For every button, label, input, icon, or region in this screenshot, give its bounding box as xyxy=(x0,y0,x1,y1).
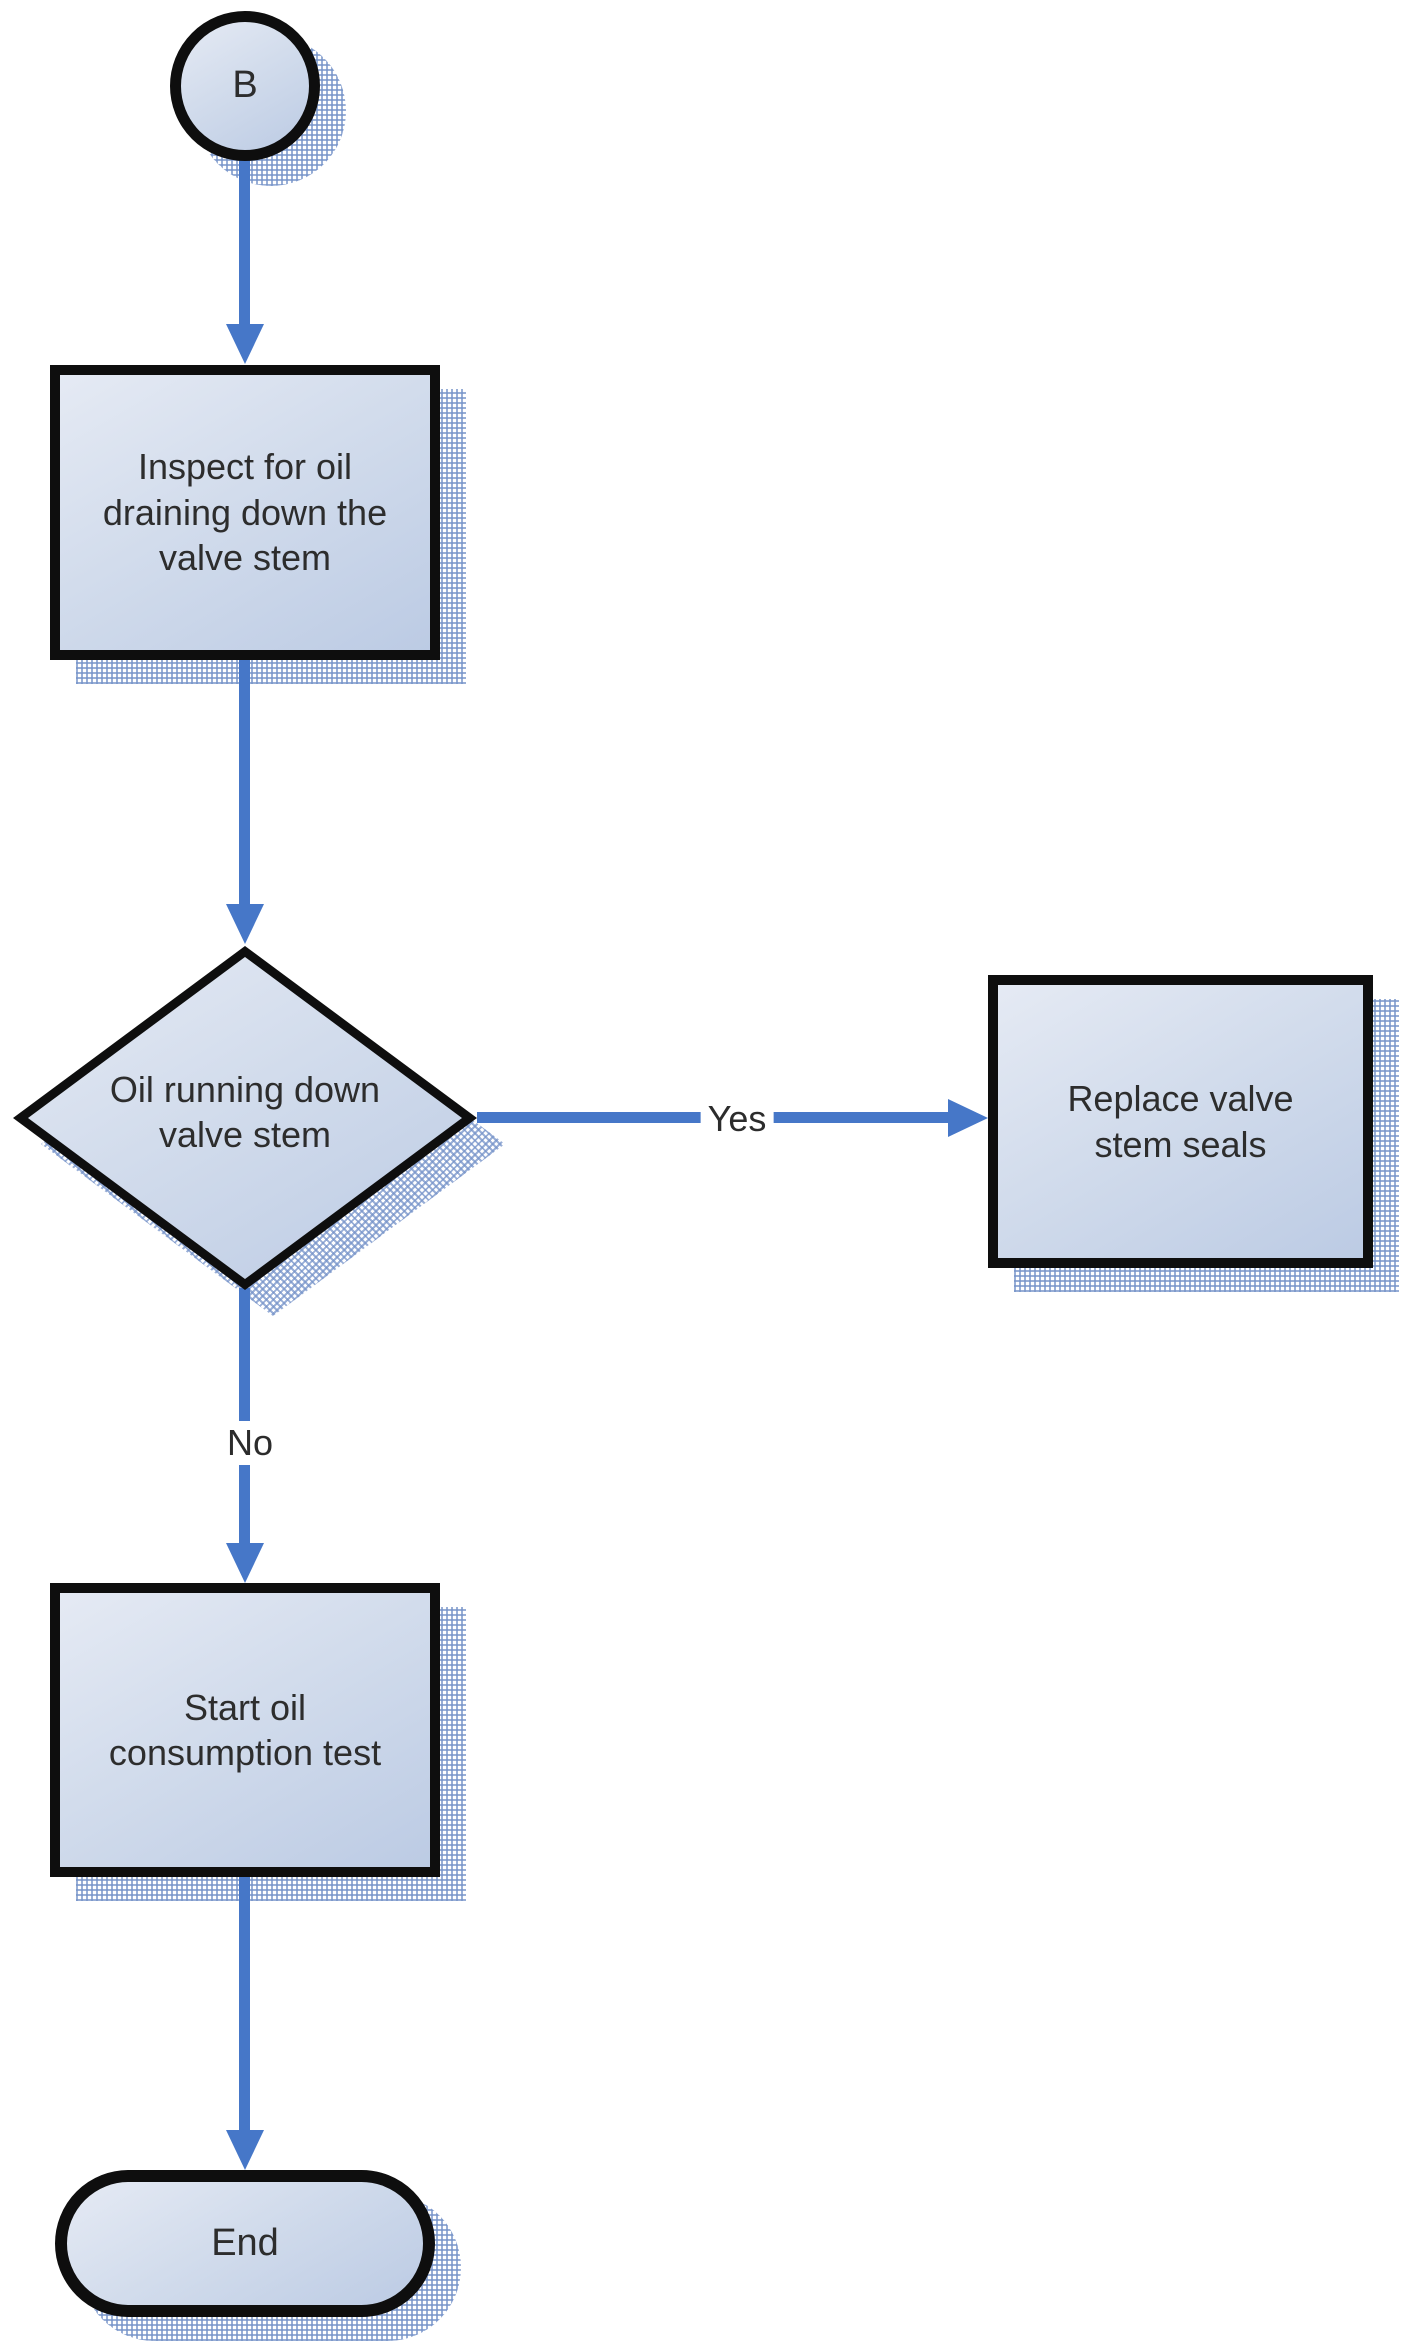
edge-decision-to-starttest-line xyxy=(239,1288,250,1545)
arrowhead-down-icon xyxy=(226,2130,264,2170)
node-oil-decision-label: Oil running down valve stem xyxy=(109,1069,381,1156)
arrowhead-down-icon xyxy=(226,324,264,364)
arrowhead-down-icon xyxy=(226,904,264,944)
node-replace-seals: Replace valve stem seals xyxy=(988,975,1373,1268)
node-inspect-oil: Inspect for oil draining down the valve … xyxy=(50,365,440,660)
node-connector-b: B xyxy=(170,11,320,161)
edge-label-no: No xyxy=(219,1421,281,1465)
node-end: End xyxy=(55,2170,435,2317)
node-oil-decision: Oil running down valve stem xyxy=(13,946,477,1290)
node-connector-b-label: B xyxy=(232,64,258,107)
edge-inspect-to-decision-line xyxy=(239,656,250,906)
node-start-test: Start oil consumption test xyxy=(50,1583,440,1877)
node-end-label: End xyxy=(211,2221,279,2264)
node-start-test-label: Start oil consumption test xyxy=(108,1686,382,1773)
arrowhead-down-icon xyxy=(226,1543,264,1583)
edge-label-yes: Yes xyxy=(700,1097,774,1141)
arrowhead-right-icon xyxy=(948,1099,988,1137)
edge-b-to-inspect-line xyxy=(239,158,250,326)
edge-starttest-to-end-line xyxy=(239,1875,250,2132)
node-inspect-oil-label: Inspect for oil draining down the valve … xyxy=(102,446,388,579)
node-replace-seals-label: Replace valve stem seals xyxy=(1067,1078,1294,1165)
